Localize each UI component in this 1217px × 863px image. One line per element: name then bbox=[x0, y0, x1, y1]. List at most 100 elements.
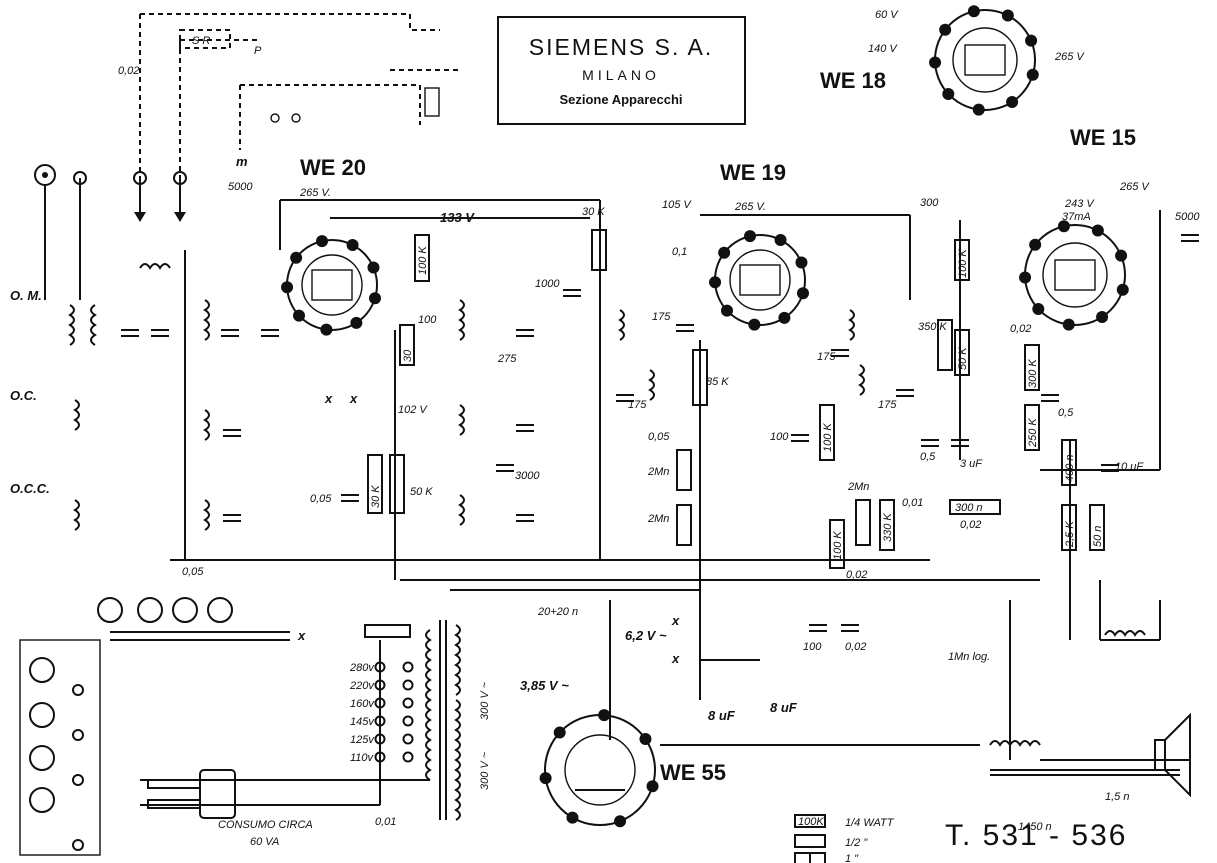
tube-pin bbox=[1057, 220, 1070, 233]
label-x-1: x bbox=[324, 391, 333, 406]
mains-tap-terminal bbox=[402, 751, 414, 763]
label-50-ohm: 50 n bbox=[1092, 526, 1104, 547]
label-05-b: 0,5 bbox=[1058, 407, 1074, 419]
label-pot: 1Mn log. bbox=[948, 651, 990, 663]
tube-pin bbox=[1096, 311, 1109, 324]
mains-tap-terminal bbox=[402, 715, 414, 727]
label-300k: 300 K bbox=[1027, 359, 1039, 388]
label-001: 0,01 bbox=[902, 497, 923, 509]
voltage-3-85: 3,85 V ~ bbox=[520, 678, 569, 693]
company-section: Sezione Apparecchi bbox=[559, 92, 682, 107]
tube-pin bbox=[778, 311, 791, 324]
tube-pin bbox=[972, 103, 985, 116]
voltage-6-2: 6,2 V ~ bbox=[625, 628, 667, 643]
label-350k: 350 K bbox=[918, 321, 947, 333]
label-005-b: 0,05 bbox=[182, 566, 204, 578]
label-100k-c: 100 K bbox=[832, 531, 844, 560]
label-2m-b: 2Mn bbox=[647, 513, 669, 525]
tube-pin bbox=[748, 318, 761, 331]
tube-pin bbox=[598, 709, 611, 722]
label-100-c: 100 bbox=[803, 641, 822, 653]
label-x-4: x bbox=[671, 651, 680, 666]
mains-tap-label: 280v bbox=[349, 662, 375, 674]
label-2-5k: 2,5 K bbox=[1064, 521, 1076, 548]
label-30k-b: 30 K bbox=[370, 485, 382, 508]
label-30-a: 30 bbox=[402, 349, 414, 362]
tube-pin bbox=[1116, 283, 1129, 296]
tube-pin bbox=[292, 309, 305, 322]
legend: 100K 1/4 WATT 1/2 " 1 " bbox=[794, 814, 895, 863]
tube-label-we55: WE 55 bbox=[660, 760, 726, 785]
label-30-top: 30 K bbox=[582, 206, 605, 218]
label-001-mains: 0,01 bbox=[375, 816, 396, 828]
tube-pin bbox=[1115, 249, 1128, 262]
tube-pin bbox=[744, 230, 757, 243]
label-100k-d: 100 K bbox=[957, 249, 969, 278]
label-1-5-ohm: 1,5 n bbox=[1105, 791, 1129, 803]
tube-pin bbox=[368, 292, 381, 305]
mains-tap-label: 110v bbox=[350, 752, 375, 764]
tube-pin bbox=[942, 87, 955, 100]
voltage-265-we20: 265 V. bbox=[299, 187, 331, 199]
label-300: 300 bbox=[920, 197, 939, 209]
current-37ma: 37mA bbox=[1062, 211, 1091, 223]
tube-pin bbox=[639, 733, 652, 746]
label-005-c: 0,05 bbox=[648, 431, 670, 443]
tube-label-we15: WE 15 bbox=[1070, 125, 1136, 150]
label-250k: 250 K bbox=[1027, 418, 1039, 448]
label-100-b: 100 bbox=[770, 431, 789, 443]
label-om: O. M. bbox=[10, 288, 42, 303]
tube-pin bbox=[367, 261, 380, 274]
label-5000: 5000 bbox=[1175, 211, 1200, 223]
tube-pin bbox=[929, 56, 942, 69]
tube-pin bbox=[614, 815, 627, 828]
label-5000-antenna: 5000 bbox=[228, 181, 253, 193]
tube-pin bbox=[566, 811, 579, 824]
header-box: SIEMENS S. A. MILANO Sezione Apparecchi bbox=[497, 16, 746, 125]
label-oc: O.C. bbox=[10, 388, 37, 403]
tube-pin bbox=[796, 287, 809, 300]
tube-pin bbox=[1062, 318, 1075, 331]
voltage-140: 140 V bbox=[868, 43, 898, 55]
label-10uf: 10 uF bbox=[1115, 461, 1144, 473]
mains-tap-label: 160v bbox=[350, 698, 375, 710]
label-175-a: 175 bbox=[652, 311, 671, 323]
label-300-ohm: 300 n bbox=[955, 502, 983, 514]
label-x-3: x bbox=[671, 613, 680, 628]
mains-tap-terminal bbox=[402, 697, 414, 709]
company-name: SIEMENS S. A. bbox=[529, 34, 714, 60]
tube-pin bbox=[1032, 302, 1045, 315]
mains-plug: CONSUMO CIRCA 60 VA bbox=[147, 769, 313, 848]
tube-pin bbox=[1006, 96, 1019, 109]
switch-label-p: P bbox=[254, 45, 262, 57]
mains-taps bbox=[374, 661, 414, 763]
label-175-d: 175 bbox=[878, 399, 897, 411]
label-1450-ohm: 1450 n bbox=[1018, 821, 1052, 833]
tube-pin bbox=[646, 780, 659, 793]
mains-tap-label: 145v bbox=[350, 716, 375, 728]
label-8uf-a: 8 uF bbox=[708, 708, 736, 723]
label-05: 0,5 bbox=[920, 451, 936, 463]
label-3000: 3000 bbox=[515, 470, 540, 482]
label-330k: 330 K bbox=[882, 513, 894, 542]
tube-pin bbox=[316, 235, 329, 248]
tube-label-we18: WE 18 bbox=[820, 68, 886, 93]
switch-label-sr: S R bbox=[192, 35, 210, 47]
tube-pin bbox=[718, 246, 731, 259]
mains-tap-terminal bbox=[402, 661, 414, 673]
mains-tap-terminal bbox=[374, 661, 386, 673]
voltage-105: 105 V bbox=[662, 199, 692, 211]
label-100k-b: 100 K bbox=[822, 423, 834, 452]
voltage-300-b: 300 V ~ bbox=[479, 751, 491, 790]
tube-pin bbox=[350, 316, 363, 329]
tube-pin bbox=[1091, 224, 1104, 237]
tube-pin bbox=[346, 238, 359, 251]
component-labels: 100 K 30 K 100 30 275 1000 3000 50 K 30 … bbox=[182, 197, 1200, 833]
voltage-102: 102 V bbox=[398, 404, 428, 416]
tube-pin bbox=[290, 251, 303, 264]
tube-pin bbox=[774, 233, 787, 246]
tube-pin bbox=[320, 323, 333, 336]
tube-pin bbox=[967, 5, 980, 18]
mains-tap-terminal bbox=[402, 679, 414, 691]
